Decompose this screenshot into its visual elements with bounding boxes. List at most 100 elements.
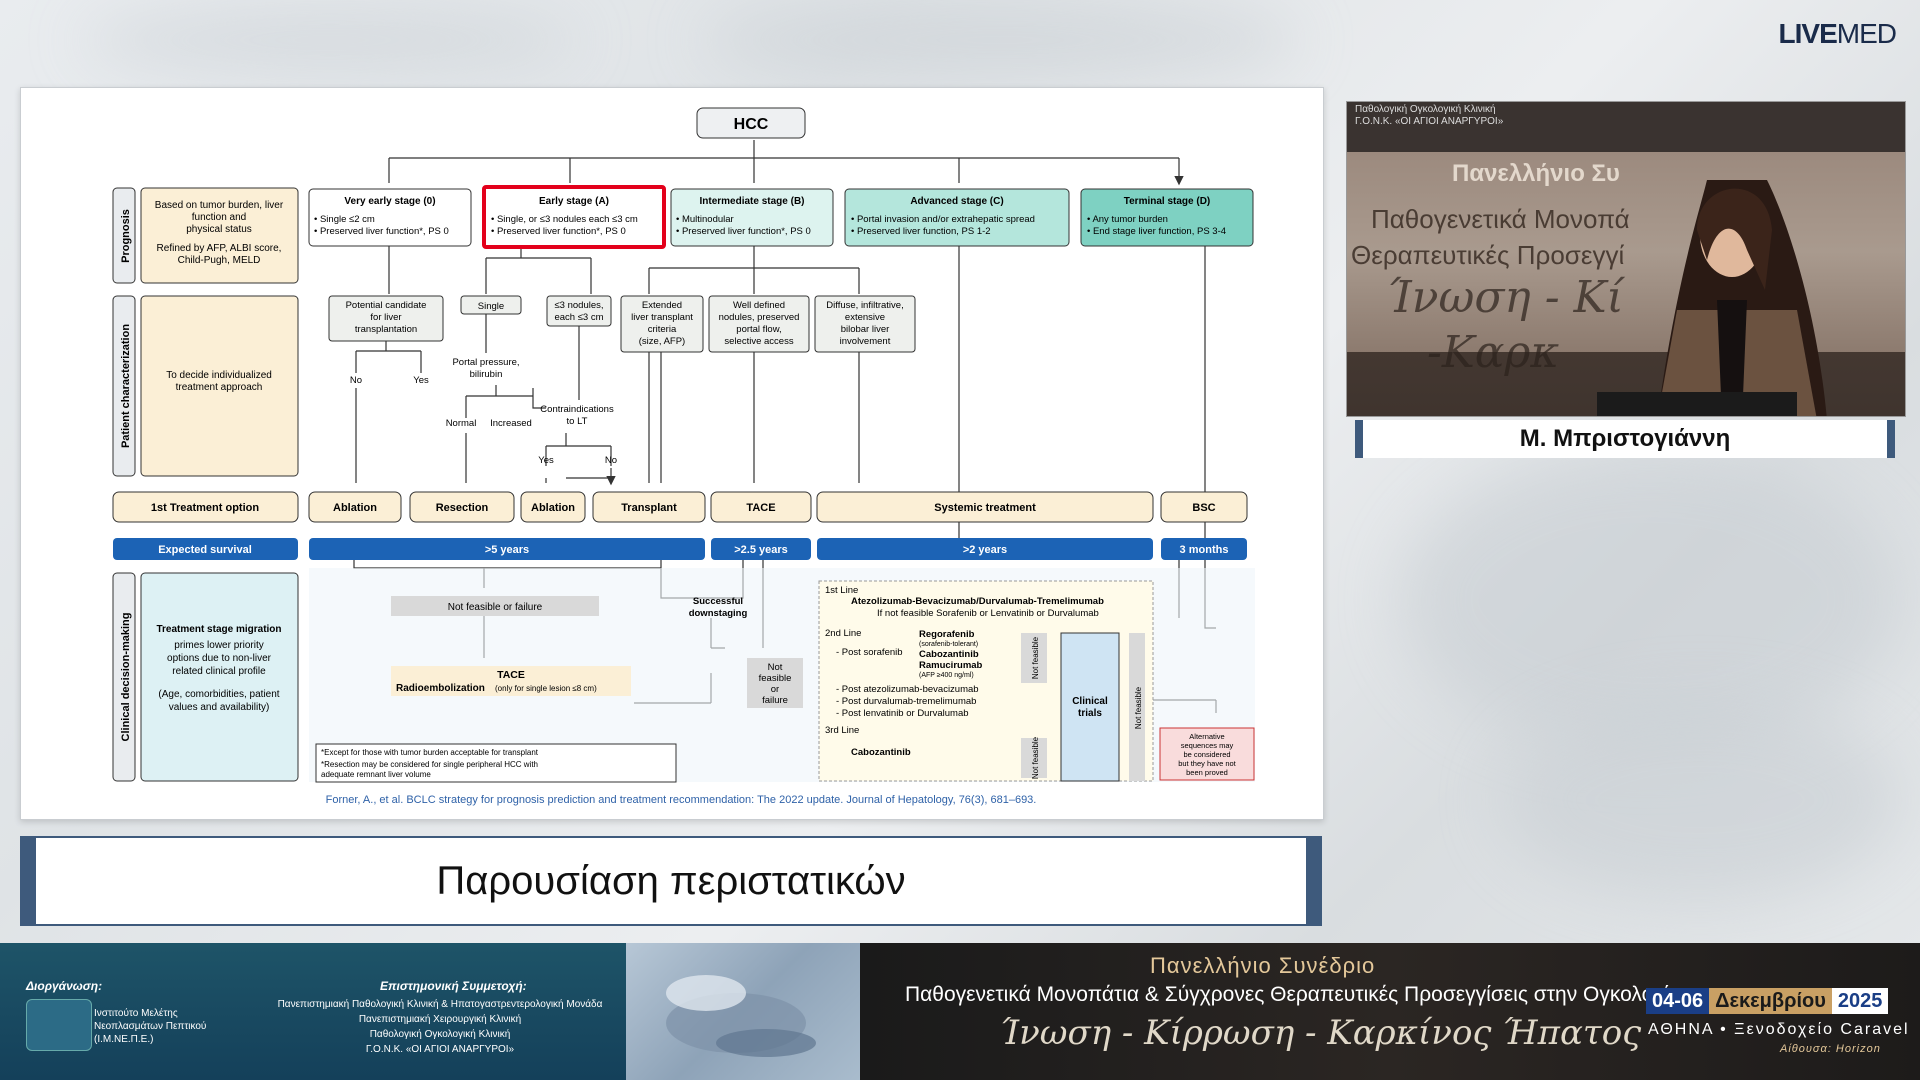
svg-text:Treatment stage migration: Treatment stage migration <box>156 624 281 635</box>
svg-text:Early stage (A): Early stage (A) <box>539 196 609 207</box>
svg-text:Refined by AFP, ALBI score,: Refined by AFP, ALBI score, <box>157 243 282 254</box>
single-box: Single <box>460 295 522 315</box>
svg-text:downstaging: downstaging <box>689 608 748 619</box>
svg-text:No: No <box>350 375 362 386</box>
svg-text:bilirubin: bilirubin <box>470 369 503 380</box>
svg-text:Resection: Resection <box>436 502 489 514</box>
label-prognosis: Prognosis <box>120 209 132 263</box>
svg-text:• Preserved liver function*, P: • Preserved liver function*, PS 0 <box>676 226 811 237</box>
svg-text:adequate remnant liver volume: adequate remnant liver volume <box>321 770 431 779</box>
svg-text:*Resection may be considered f: *Resection may be considered for single … <box>321 760 538 769</box>
line1-drugs: Atezolizumab-Bevacizumab/Durvalumab-Trem… <box>851 596 1104 607</box>
svg-text:Yes: Yes <box>538 455 554 466</box>
successful-downstaging: Successful downstaging <box>689 596 748 619</box>
svg-text:options due to non-liver: options due to non-liver <box>167 653 272 664</box>
svg-text:≤3 nodules,: ≤3 nodules, <box>554 300 603 311</box>
not-feasible-box: Not feasible or failure <box>759 662 792 706</box>
svg-text:Normal: Normal <box>446 418 477 429</box>
svg-text:physical status: physical status <box>186 224 252 235</box>
svg-text:criteria: criteria <box>648 324 677 335</box>
footer-conference: Πανελλήνιο Συνέδριο Παθογενετικά Μονοπάτ… <box>860 943 1920 1080</box>
stage-terminal: Terminal stage (D) • Any tumor burden • … <box>1080 188 1254 247</box>
svg-text:BSC: BSC <box>1192 502 1215 514</box>
svg-text:transplantation: transplantation <box>355 324 417 335</box>
svg-text:(Age, comorbidities, patient: (Age, comorbidities, patient <box>158 689 279 700</box>
svg-text:Single: Single <box>478 301 504 312</box>
svg-text:Intermediate stage (B): Intermediate stage (B) <box>699 196 804 207</box>
stage-very-early: Very early stage (0) • Single ≤2 cm • Pr… <box>308 188 472 247</box>
svg-text:• Multinodular: • Multinodular <box>676 214 734 225</box>
svg-text:• Preserved liver function*, P: • Preserved liver function*, PS 0 <box>314 226 449 237</box>
svg-text:Not: Not <box>768 662 783 673</box>
svg-text:for liver: for liver <box>370 312 401 323</box>
svg-text:Portal pressure,: Portal pressure, <box>452 357 519 368</box>
survival-2-years: >2 years <box>817 538 1153 560</box>
migration-note: Treatment stage migration primes lower p… <box>156 624 281 713</box>
svg-text:(size, AFP): (size, AFP) <box>639 336 685 347</box>
svg-text:Increased: Increased <box>490 418 532 429</box>
line1-alt: If not feasible Sorafenib or Lenvatinib … <box>877 608 1099 619</box>
svg-text:Extended: Extended <box>642 300 682 311</box>
cabozantinib-3rd: Cabozantinib <box>851 747 911 758</box>
ramu-note: (AFP ≥400 ng/ml) <box>919 672 974 679</box>
svg-text:>2 years: >2 years <box>963 544 1007 556</box>
svg-text:Ablation: Ablation <box>333 502 377 514</box>
svg-text:Well defined: Well defined <box>733 300 785 311</box>
citation: Forner, A., et al. BCLC strategy for pro… <box>326 794 1037 806</box>
bclc-flowchart: HCC Prognosis Patient characterization C… <box>112 107 1255 806</box>
svg-text:bilobar liver: bilobar liver <box>841 324 890 335</box>
backdrop-wall <box>1347 152 1905 352</box>
backdrop-text-4: Ίνωση - Κί <box>1387 272 1624 323</box>
not-feasible-3rd: Not feasible <box>1031 736 1040 779</box>
svg-text:primes lower priority: primes lower priority <box>174 640 263 651</box>
svg-text:Systemic treatment: Systemic treatment <box>934 502 1036 514</box>
treatment-transplant: Transplant <box>592 491 706 523</box>
svg-text:Terminal stage (D): Terminal stage (D) <box>1124 196 1211 207</box>
svg-text:• Single, or ≤3 nodules each ≤: • Single, or ≤3 nodules each ≤3 cm <box>491 214 638 225</box>
label-patient-characterization: Patient characterization <box>120 324 132 448</box>
alternative-sequences: Alternative sequences may be considered … <box>1178 732 1236 777</box>
stage-early: Early stage (A) • Single, or ≤3 nodules … <box>482 185 666 249</box>
svg-text:function and: function and <box>192 212 247 223</box>
background-marble <box>80 0 1900 900</box>
svg-text:extensive: extensive <box>845 312 885 323</box>
imnepe-emblem-icon <box>26 999 92 1051</box>
backdrop-text-1: Πανελλήνιο Συ <box>1452 160 1620 187</box>
svg-text:each ≤3 cm: each ≤3 cm <box>554 312 603 323</box>
speaker-figure <box>1657 180 1827 416</box>
treatment-ablation-2: Ablation <box>520 491 586 523</box>
footer-organizers: Διοργάνωση: Ινστιτούτο Μελέτης Νεοπλασμά… <box>0 943 626 1080</box>
svg-text:Diffuse, infiltrative,: Diffuse, infiltrative, <box>826 300 903 311</box>
podium <box>1597 392 1797 416</box>
label-clinical-decision: Clinical decision-making <box>120 613 132 742</box>
svg-text:3 months: 3 months <box>1180 544 1229 556</box>
organizer-title: Διοργάνωση: <box>26 979 103 993</box>
svg-text:but they have not: but they have not <box>1178 759 1236 768</box>
post-lenva: - Post lenvatinib or Durvalumab <box>836 708 969 719</box>
rego-note: (sorafenib-tolerant) <box>919 641 978 648</box>
branch-labels: No Yes Portal pressure, bilirubin Normal… <box>350 357 617 466</box>
scientific-list: Πανεπιστημιακή Παθολογική Κλινική & Ηπατ… <box>277 999 603 1055</box>
slide-panel: HCC Prognosis Patient characterization C… <box>20 87 1324 820</box>
svg-text:Based on tumor burden, liver: Based on tumor burden, liver <box>155 200 284 211</box>
svg-text:portal flow,: portal flow, <box>736 324 781 335</box>
slide-caption: Παρουσίαση περιστατικών <box>20 836 1322 926</box>
svg-text:Very early stage (0): Very early stage (0) <box>344 196 435 207</box>
treatment-resection: Resection <box>409 491 515 523</box>
svg-text:nodules, preserved: nodules, preserved <box>719 312 800 323</box>
svg-text:Alternative: Alternative <box>1189 732 1224 741</box>
row-label-survival: Expected survival <box>113 538 298 560</box>
speaker-name: Μ. Μπριστογιάννη <box>1355 420 1895 458</box>
clinical-trials: Clinical trials <box>1072 696 1108 719</box>
conference-hall: Αίθουσα: Horizon <box>1780 1043 1881 1055</box>
conference-location: ΑΘΗΝΑ • Ξενοδοχείο Caravel <box>1648 1021 1910 1038</box>
line1-label: 1st Line <box>825 585 858 596</box>
svg-text:to LT: to LT <box>567 416 588 427</box>
svg-text:selective access: selective access <box>724 336 793 347</box>
line2-label: 2nd Line <box>825 628 861 639</box>
backdrop-text-3: Θεραπευτικές Προσεγγί <box>1351 240 1625 270</box>
